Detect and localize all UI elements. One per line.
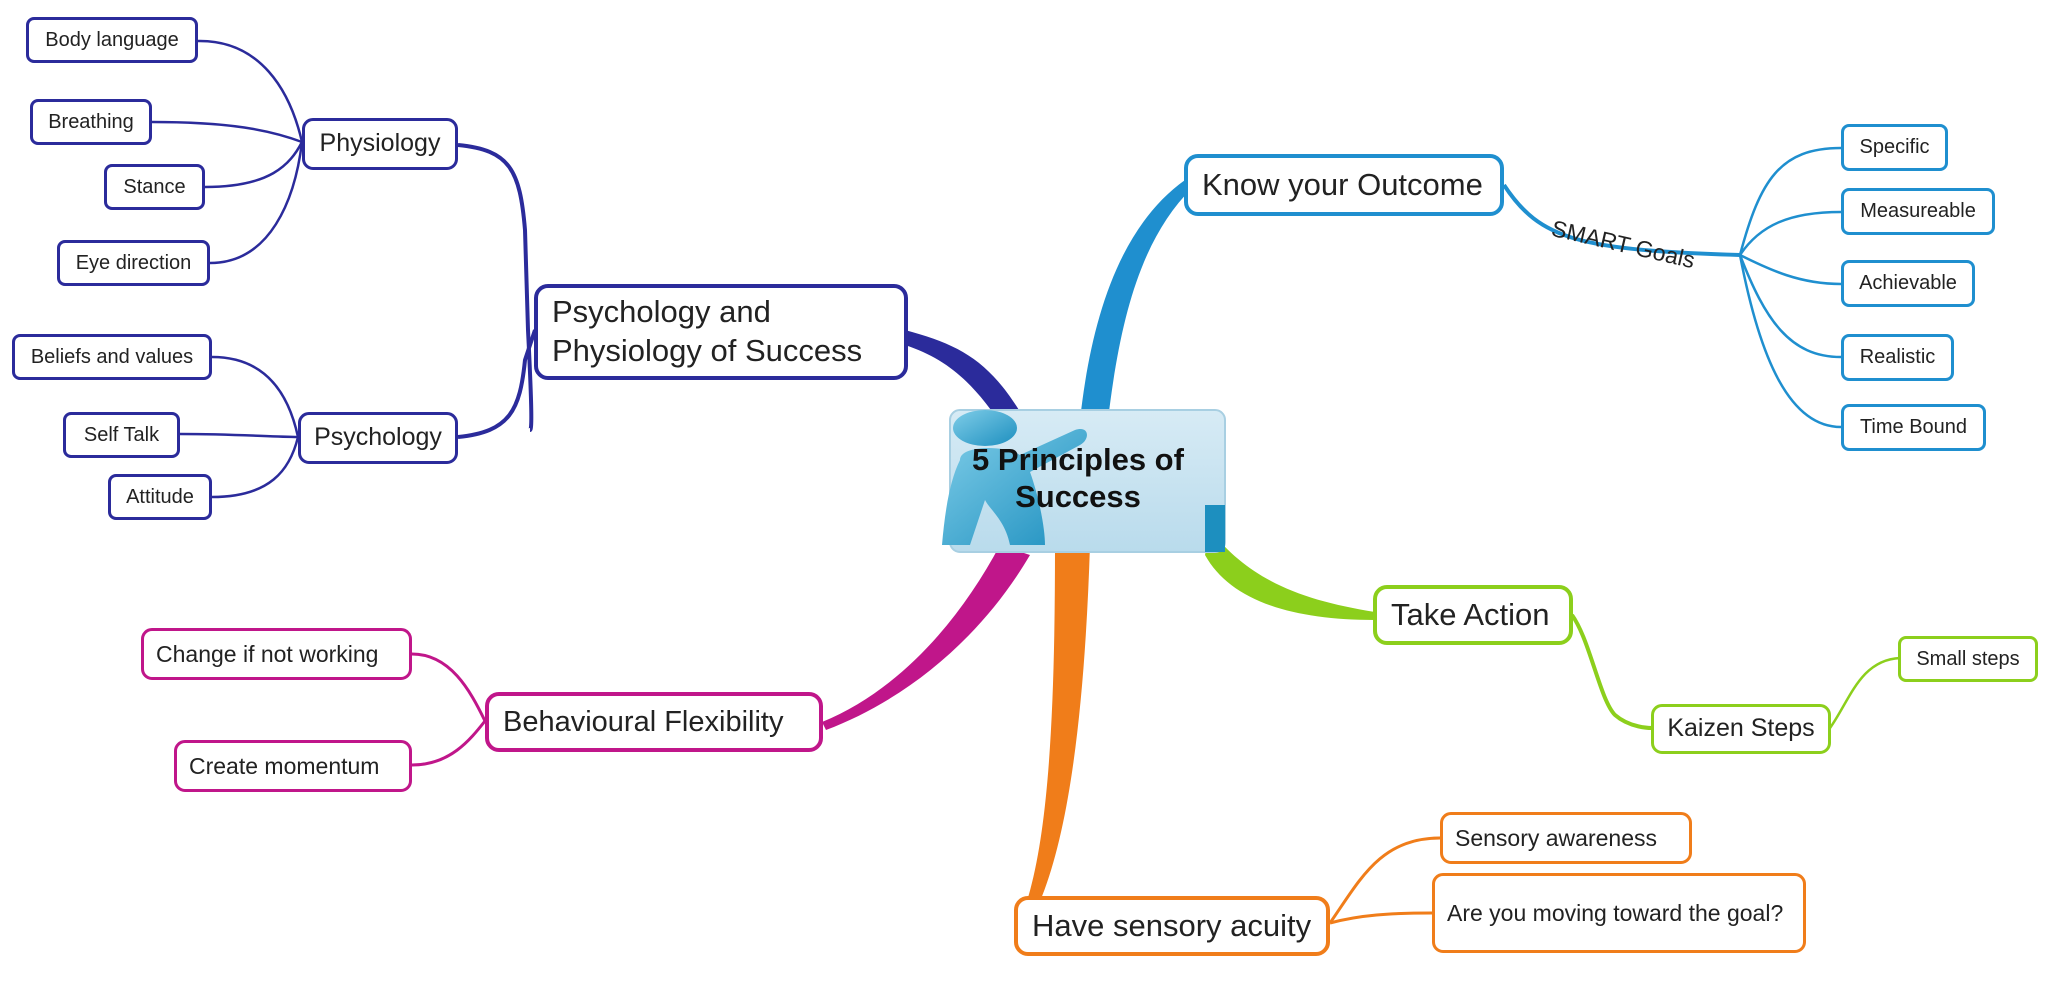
leaf-self-talk[interactable]: Self Talk	[63, 412, 180, 458]
leaf-stance[interactable]: Stance	[104, 164, 205, 210]
leaf-sensory-awareness[interactable]: Sensory awareness	[1440, 812, 1692, 864]
connector-measureable	[1738, 210, 1842, 256]
topic-psychology-physiology[interactable]: Psychology and Physiology of Success	[534, 284, 908, 380]
connector-sensory-awareness	[1328, 836, 1441, 924]
connector-physiology	[457, 143, 534, 432]
leaf-achievable[interactable]: Achievable	[1841, 260, 1975, 307]
connector-beliefs	[211, 355, 300, 438]
leaf-eye-direction[interactable]: Eye direction	[57, 240, 210, 286]
leaf-realistic[interactable]: Realistic	[1841, 334, 1954, 381]
leaf-time-bound[interactable]: Time Bound	[1841, 404, 1986, 451]
leaf-attitude[interactable]: Attitude	[108, 474, 212, 520]
leaf-change-if-not-working[interactable]: Change if not working	[141, 628, 412, 680]
leaf-create-momentum[interactable]: Create momentum	[174, 740, 412, 792]
connector-attitude	[211, 436, 300, 499]
topic-have-sensory-acuity[interactable]: Have sensory acuity	[1014, 896, 1330, 956]
connector-self-talk	[179, 432, 299, 439]
branch-flexibility	[822, 545, 1030, 730]
subtopic-kaizen-steps[interactable]: Kaizen Steps	[1651, 704, 1831, 754]
connector-psychology	[457, 329, 537, 439]
connector-kaizen	[1570, 613, 1653, 730]
connector-small-steps	[1828, 656, 1901, 729]
connector-specific	[1738, 146, 1842, 256]
central-topic-title: 5 Principles of Success	[972, 442, 1184, 514]
connector-breathing	[151, 120, 303, 144]
branch-action	[1205, 530, 1375, 620]
connector-momentum	[411, 720, 487, 767]
leaf-beliefs-values[interactable]: Beliefs and values	[12, 334, 212, 380]
leaf-small-steps[interactable]: Small steps	[1898, 636, 2038, 682]
branch-sensory	[1020, 545, 1090, 922]
connector-moving-toward	[1329, 911, 1433, 925]
topic-psychology-physiology-label: Psychology and Physiology of Success	[552, 294, 863, 368]
connector-time-bound	[1738, 254, 1842, 429]
leaf-measureable[interactable]: Measureable	[1841, 188, 1995, 235]
topic-take-action[interactable]: Take Action	[1373, 585, 1573, 645]
subtopic-psychology[interactable]: Psychology	[298, 412, 458, 464]
connector-achievable	[1739, 253, 1842, 286]
branch-outcome	[1080, 180, 1192, 420]
topic-behavioural-flexibility[interactable]: Behavioural Flexibility	[485, 692, 823, 752]
leaf-breathing[interactable]: Breathing	[30, 99, 152, 145]
connector-change	[411, 652, 487, 722]
connector-eye-direction	[209, 141, 304, 265]
connector-realistic	[1738, 254, 1842, 359]
topic-know-your-outcome[interactable]: Know your Outcome	[1184, 154, 1504, 216]
branch-psychology	[905, 330, 1025, 430]
leaf-body-language[interactable]: Body language	[26, 17, 198, 63]
subtopic-physiology[interactable]: Physiology	[302, 118, 458, 170]
leaf-moving-toward-goal[interactable]: Are you moving toward the goal?	[1432, 873, 1806, 953]
person-pointing-icon	[942, 410, 1087, 545]
connector-smart-goals	[1502, 183, 1741, 257]
connector-stance	[204, 141, 304, 189]
leaf-specific[interactable]: Specific	[1841, 124, 1948, 171]
connector-body-language	[197, 39, 304, 143]
